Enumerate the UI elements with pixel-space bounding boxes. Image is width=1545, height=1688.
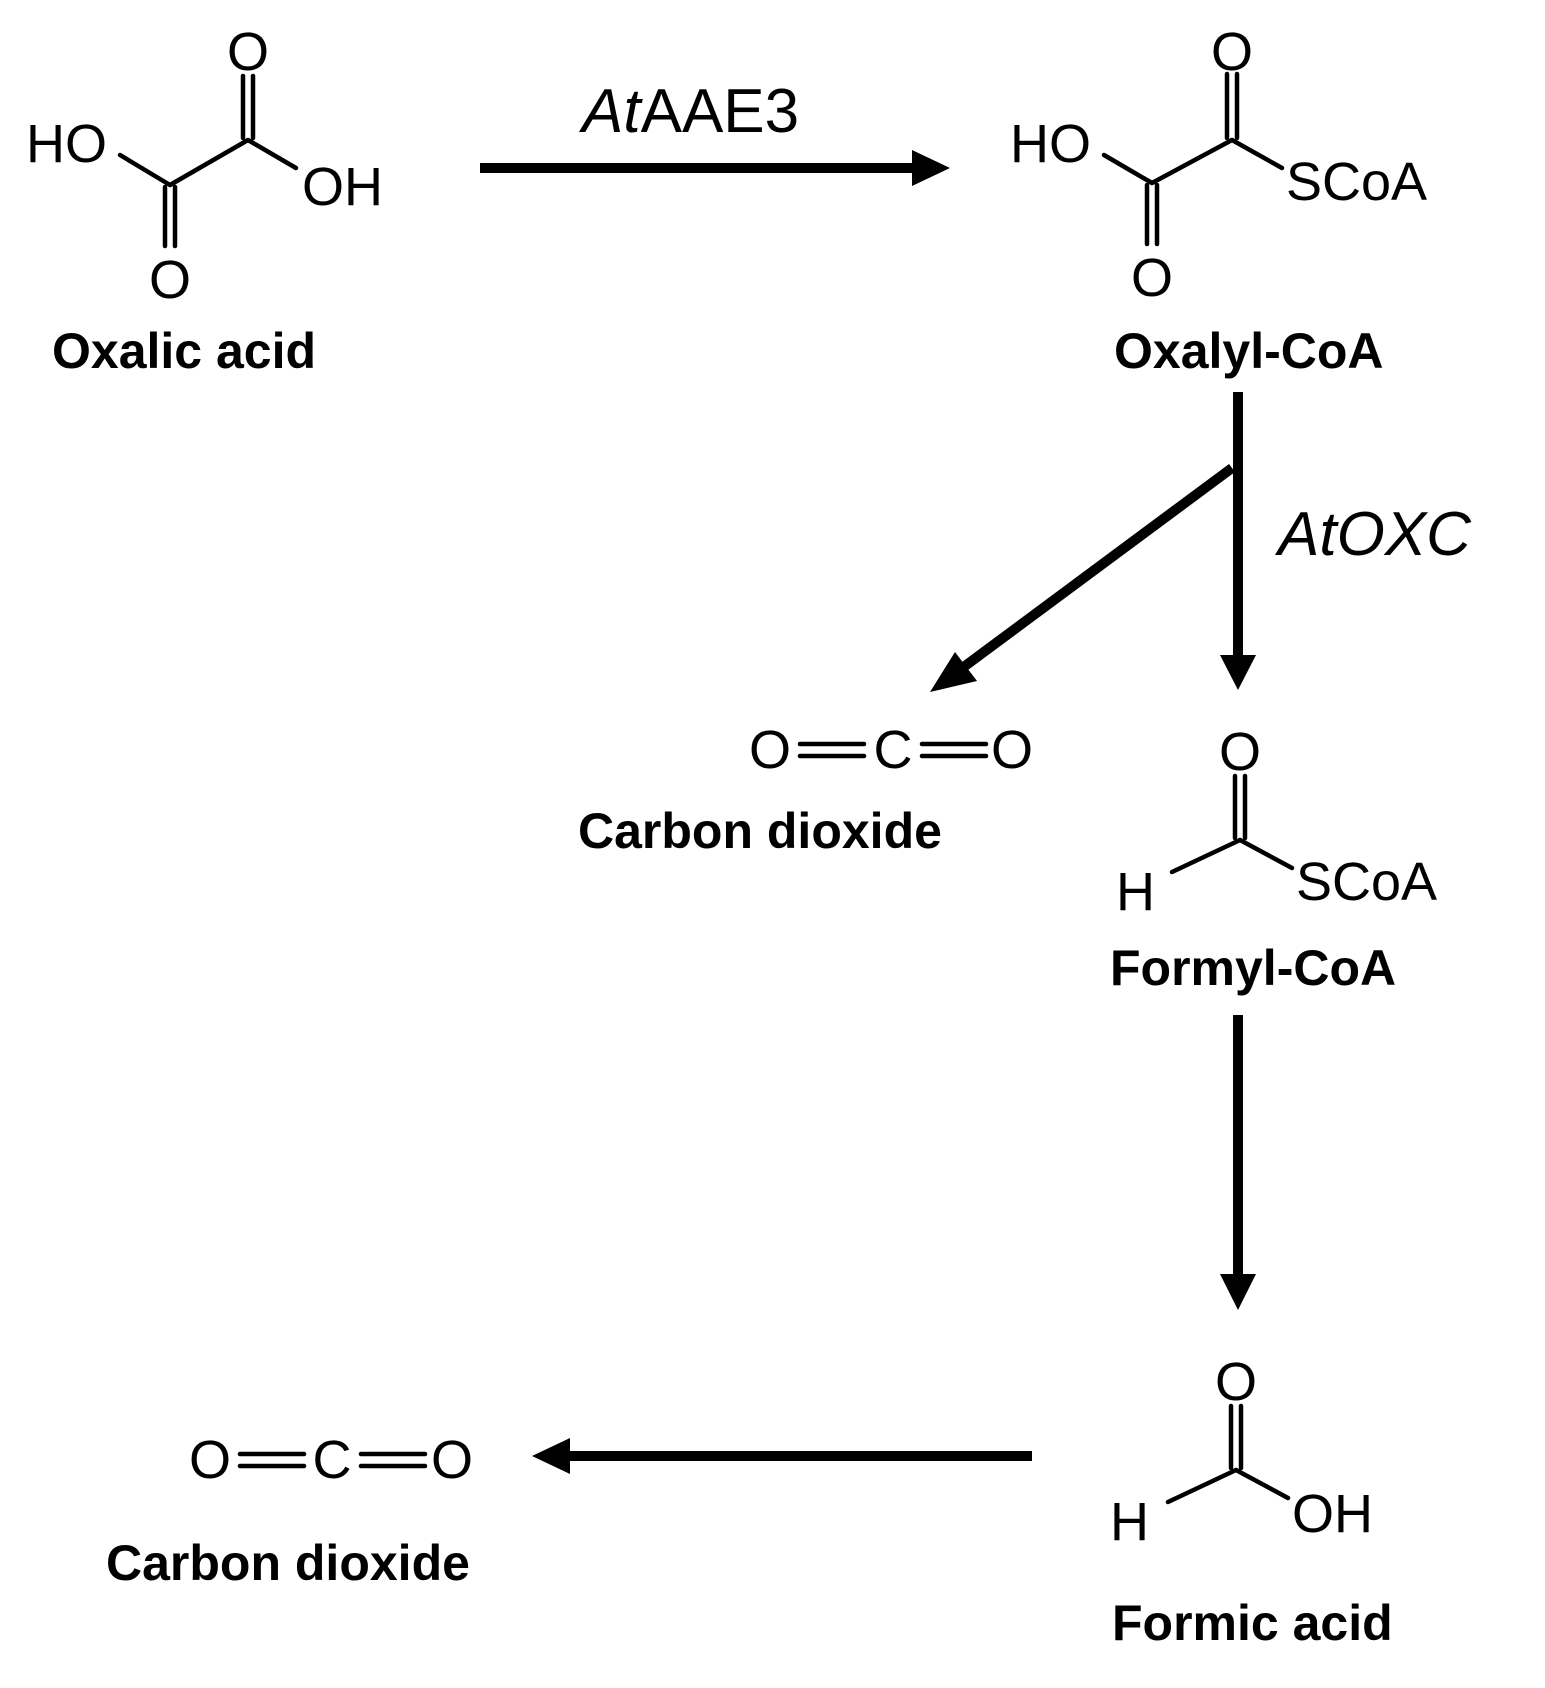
oxalic-acid-structure: O HO OH O Oxalic acid bbox=[26, 22, 383, 379]
oxalic-atom-oh: OH bbox=[302, 157, 383, 217]
formic-atom-h: H bbox=[1110, 1492, 1149, 1552]
formyl-atom-h: H bbox=[1116, 862, 1155, 922]
co2-second-atom-o-left: O bbox=[189, 1430, 231, 1490]
formyl-coa-structure: O H SCoA Formyl-CoA bbox=[1110, 722, 1437, 996]
oxalyl-atom-o-bottom: O bbox=[1131, 248, 1173, 308]
oxalic-atom-o-bottom: O bbox=[149, 250, 191, 310]
arrow-co2-branch-head bbox=[930, 652, 977, 692]
oxalic-atom-o-top: O bbox=[227, 22, 269, 82]
co2-second-structure: O C O Carbon dioxide bbox=[106, 1430, 473, 1591]
formic-acid-label: Formic acid bbox=[1112, 1595, 1393, 1651]
co2-second-atom-c: C bbox=[313, 1430, 352, 1490]
arrow-co2-branch-shaft bbox=[962, 463, 1235, 671]
co2-first-structure: O C O Carbon dioxide bbox=[578, 720, 1033, 859]
formyl-coa-label: Formyl-CoA bbox=[1110, 940, 1396, 996]
formic-atom-oh: OH bbox=[1292, 1484, 1373, 1544]
enzyme-oxc-label: AtOXC bbox=[1274, 500, 1472, 569]
enzyme-aae3-suffix: AAE3 bbox=[641, 77, 800, 146]
enzyme-aae3-prefix: At bbox=[578, 77, 643, 146]
oxalic-bond-oh bbox=[245, 137, 299, 171]
co2-second-atom-o-right: O bbox=[431, 1430, 473, 1490]
arrow-oxc-head bbox=[1220, 655, 1256, 690]
oxalic-bond-ho bbox=[117, 152, 173, 188]
arrow-formic-to-co2-head bbox=[532, 1438, 570, 1474]
enzyme-aae3-label: AtAAE3 bbox=[578, 77, 799, 146]
arrow-oxc: AtOXC bbox=[930, 392, 1472, 692]
oxalyl-coa-structure: O HO SCoA O Oxalyl-CoA bbox=[1010, 22, 1427, 379]
oxalic-atom-ho: HO bbox=[26, 114, 107, 174]
co2-first-atom-c: C bbox=[874, 720, 913, 780]
co2-first-atom-o-right: O bbox=[991, 720, 1033, 780]
oxalyl-bond-ho bbox=[1101, 152, 1155, 186]
oxalic-bond-cc bbox=[167, 137, 251, 188]
arrow-aae3-head bbox=[912, 150, 950, 186]
formic-bond-h bbox=[1165, 1467, 1239, 1505]
formic-acid-structure: O H OH Formic acid bbox=[1110, 1352, 1393, 1651]
oxalyl-atom-scoa: SCoA bbox=[1286, 152, 1427, 212]
oxalyl-atom-o-top: O bbox=[1211, 22, 1253, 82]
formyl-atom-scoa: SCoA bbox=[1296, 852, 1437, 912]
formyl-bond-s bbox=[1237, 837, 1295, 871]
formic-atom-o-top: O bbox=[1215, 1352, 1257, 1412]
oxalyl-atom-ho: HO bbox=[1010, 114, 1091, 174]
oxalic-acid-label: Oxalic acid bbox=[52, 323, 316, 379]
oxalyl-bond-s bbox=[1229, 137, 1285, 171]
oxalyl-coa-label: Oxalyl-CoA bbox=[1114, 323, 1384, 379]
co2-first-label: Carbon dioxide bbox=[578, 803, 942, 859]
arrow-aae3: AtAAE3 bbox=[480, 77, 950, 186]
co2-second-label: Carbon dioxide bbox=[106, 1535, 470, 1591]
co2-first-atom-o-left: O bbox=[749, 720, 791, 780]
arrow-formyl-to-formic-head bbox=[1220, 1274, 1256, 1310]
formyl-bond-h bbox=[1169, 837, 1243, 875]
arrow-formyl-to-formic bbox=[1220, 1015, 1256, 1310]
formic-bond-oh bbox=[1233, 1467, 1291, 1501]
formyl-atom-o-top: O bbox=[1219, 722, 1261, 782]
arrow-formic-to-co2 bbox=[532, 1438, 1032, 1474]
oxalyl-bond-cc bbox=[1149, 137, 1235, 186]
